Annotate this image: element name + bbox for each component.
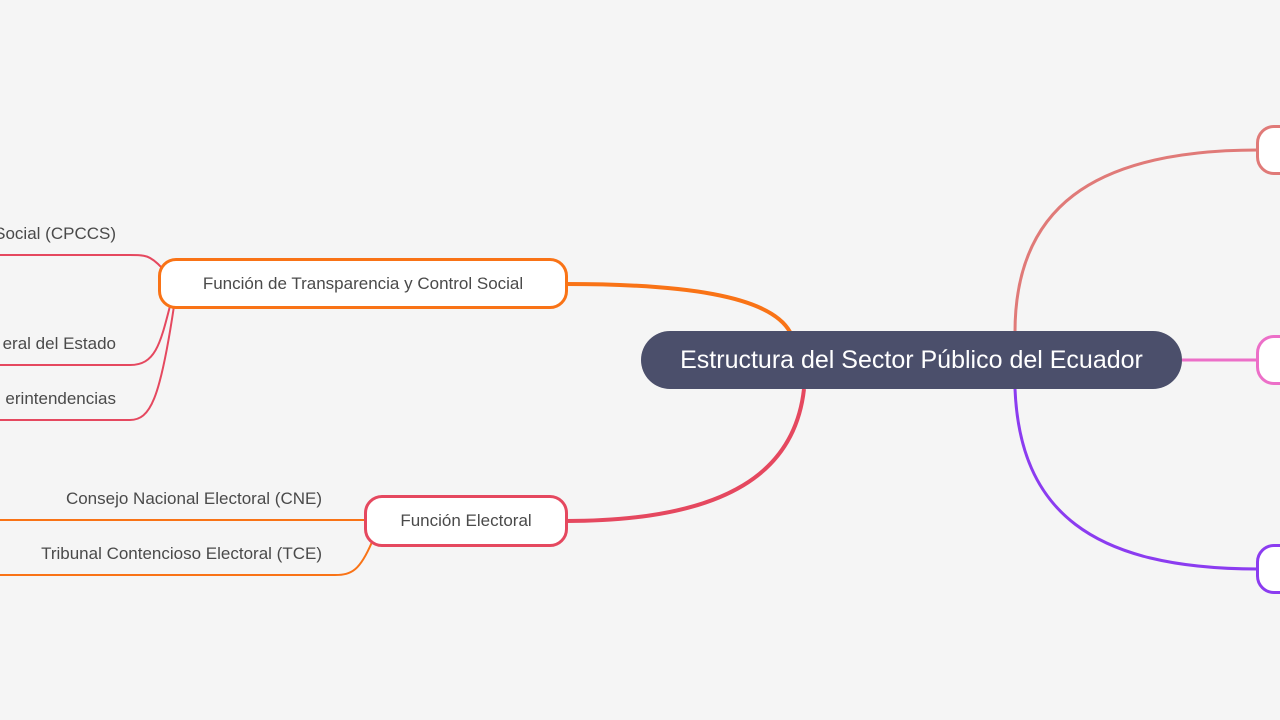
- leaf-superintendencias[interactable]: erintendencias: [5, 389, 116, 408]
- branch-right-1[interactable]: [1256, 125, 1280, 175]
- connector-root-right-3: [1013, 388, 1259, 571]
- branch-right-2[interactable]: [1256, 335, 1280, 385]
- root-node[interactable]: Estructura del Sector Público del Ecuado…: [641, 331, 1182, 389]
- branch-right-3[interactable]: [1256, 544, 1280, 594]
- leaf-tce[interactable]: Tribunal Contencioso Electoral (TCE): [41, 544, 322, 563]
- leaf-cpccs[interactable]: Social (CPCCS): [0, 224, 116, 243]
- branch-label: Función Electoral: [400, 511, 532, 530]
- branch-funcion-electoral[interactable]: Función Electoral: [364, 495, 568, 547]
- connector-contraloria: [0, 305, 171, 366]
- connector-cpccs: [0, 254, 163, 269]
- leaf-contraloria[interactable]: eral del Estado: [2, 334, 116, 353]
- connector-root-transparencia: [565, 282, 792, 334]
- connector-tce: [0, 541, 373, 576]
- connector-superintendencias: [0, 305, 175, 421]
- root-label: Estructura del Sector Público del Ecuado…: [680, 345, 1143, 374]
- connector-root-electoral: [565, 388, 806, 523]
- branch-label: Función de Transparencia y Control Socia…: [202, 273, 524, 293]
- branch-funcion-transparencia[interactable]: Función de Transparencia y Control Socia…: [158, 258, 568, 309]
- leaf-cne[interactable]: Consejo Nacional Electoral (CNE): [65, 489, 322, 508]
- connector-root-right-1: [1013, 148, 1259, 333]
